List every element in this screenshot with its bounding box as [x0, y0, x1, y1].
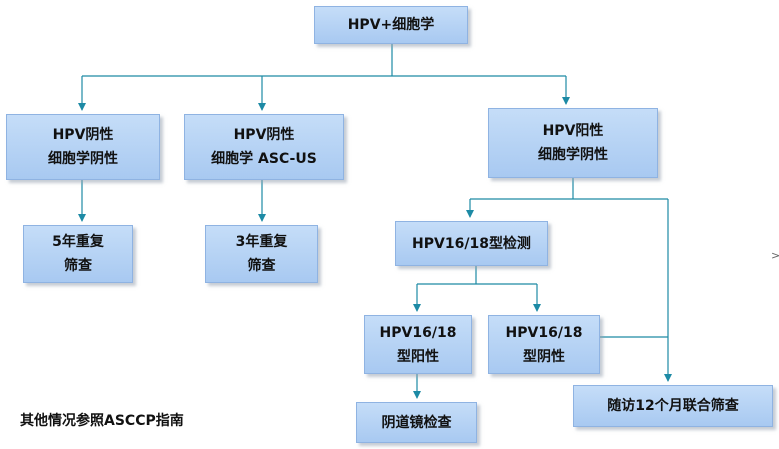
- node-hpv16-18-positive: HPV16/18 型阳性: [364, 315, 472, 374]
- node-line2: 型阳性: [397, 348, 439, 365]
- guideline-note: 其他情况参照ASCCP指南: [20, 413, 184, 429]
- root-label: HPV+细胞学: [347, 17, 435, 33]
- node-hpv-neg-cyto-neg: HPV阴性 细胞学阴性: [6, 114, 160, 180]
- node-hpv16-18-negative: HPV16/18 型阴性: [488, 315, 600, 374]
- node-line2: 筛查: [64, 258, 92, 274]
- node-3yr-rescreen: 3年重复 筛查: [205, 225, 318, 283]
- node-line1: HPV阴性: [52, 127, 114, 143]
- node-hpv-pos-cyto-neg: HPV阳性 细胞学阴性: [488, 108, 658, 178]
- node-label: HPV16/18型检测: [412, 235, 531, 252]
- node-label: 阴道镜检查: [381, 414, 452, 431]
- node-line1: HPV16/18: [379, 324, 457, 341]
- node-line1: 3年重复: [235, 234, 288, 250]
- node-line2: 型阴性: [523, 348, 565, 365]
- node-line2: 细胞学阴性: [538, 147, 608, 163]
- node-line1: HPV阴性: [233, 127, 295, 143]
- node-colposcopy: 阴道镜检查: [356, 402, 477, 443]
- node-5yr-rescreen: 5年重复 筛查: [23, 225, 133, 283]
- node-line1: HPV16/18: [505, 324, 583, 341]
- root-node: HPV+细胞学: [314, 6, 468, 44]
- node-line2: 细胞学 ASC-US: [211, 151, 317, 167]
- node-line2: 筛查: [247, 258, 276, 274]
- chevron-right-icon: >: [771, 249, 779, 262]
- node-12-month-followup: 随访12个月联合筛查: [573, 385, 773, 427]
- node-label: 随访12个月联合筛查: [607, 398, 739, 414]
- node-hpv-neg-ascus: HPV阴性 细胞学 ASC-US: [184, 114, 344, 180]
- node-line1: 5年重复: [52, 234, 104, 250]
- node-line1: HPV阳性: [542, 123, 604, 139]
- node-line2: 细胞学阴性: [48, 151, 118, 167]
- node-hpv16-18-typing: HPV16/18型检测: [395, 221, 548, 266]
